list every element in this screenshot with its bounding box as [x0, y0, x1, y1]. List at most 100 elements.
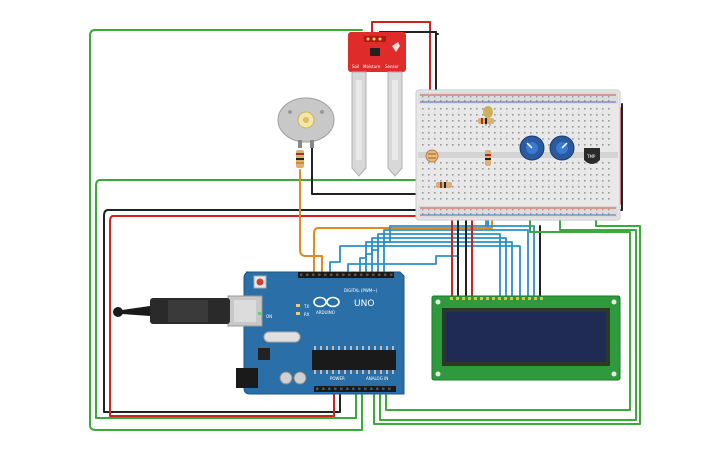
- wire-blue-7[interactable]: [347, 255, 459, 277]
- breadboard-hole: [428, 162, 430, 164]
- breadboard-hole: [464, 132, 466, 134]
- rail-hole: [506, 213, 508, 215]
- rail-hole: [470, 100, 472, 102]
- wire-green-right-3[interactable]: [385, 209, 631, 411]
- resistor-vertical[interactable]: [485, 150, 491, 166]
- breadboard-hole: [440, 174, 442, 176]
- breadboard-hole: [608, 144, 610, 146]
- wire-orange-motor[interactable]: [299, 169, 323, 277]
- breadboard-hole: [422, 198, 424, 200]
- temperature-sensor[interactable]: TMP: [584, 148, 600, 164]
- breadboard-hole: [422, 174, 424, 176]
- breadboard-hole: [578, 114, 580, 116]
- wire-blue-4[interactable]: [371, 233, 501, 297]
- wire-red-5v-left[interactable]: [109, 215, 421, 417]
- breadboard-hole: [500, 168, 502, 170]
- wire-black-gnd-left[interactable]: [103, 209, 421, 413]
- analog-power-pin: [358, 387, 361, 390]
- rail-hole: [566, 96, 568, 98]
- breadboard-hole: [470, 138, 472, 140]
- breadboard-hole: [458, 168, 460, 170]
- wire-blue-6[interactable]: [383, 225, 535, 297]
- breadboard-hole: [464, 126, 466, 128]
- breadboard-hole: [458, 162, 460, 164]
- breadboard-hole: [458, 132, 460, 134]
- wire-blue-1[interactable]: [329, 245, 521, 297]
- breadboard-hole: [518, 186, 520, 188]
- lcd-display[interactable]: [431, 295, 621, 381]
- resistor-motor[interactable]: [296, 150, 304, 168]
- lcd-pin: [540, 297, 543, 300]
- breadboard-hole: [428, 108, 430, 110]
- breadboard-hole: [506, 192, 508, 194]
- wire-black-motor[interactable]: [311, 147, 439, 195]
- analog-label: ANALOG IN: [366, 376, 388, 381]
- potentiometer-1[interactable]: [519, 135, 545, 161]
- breadboard-hole: [596, 108, 598, 110]
- breadboard-hole: [500, 144, 502, 146]
- breadboard-hole: [464, 162, 466, 164]
- analog-power-pin: [370, 387, 373, 390]
- digital-pin: [336, 273, 339, 276]
- breadboard-hole: [458, 114, 460, 116]
- lcd-pin: [486, 297, 489, 300]
- breadboard-hole: [536, 162, 538, 164]
- resistor-photo[interactable]: [436, 182, 452, 188]
- wire-green-right-2[interactable]: [373, 209, 641, 425]
- breadboard-hole: [428, 114, 430, 116]
- wire-orange-breadboard[interactable]: [313, 175, 493, 277]
- rail-hole: [488, 96, 490, 98]
- breadboard-hole: [446, 132, 448, 134]
- breadboard-hole: [422, 108, 424, 110]
- breadboard-hole: [458, 138, 460, 140]
- breadboard-hole: [596, 120, 598, 122]
- breadboard-hole: [434, 114, 436, 116]
- breadboard-hole: [596, 174, 598, 176]
- resistor-led[interactable]: [478, 118, 494, 124]
- breadboard-hole: [590, 174, 592, 176]
- analog-power-pin: [388, 387, 391, 390]
- breadboard-hole: [476, 144, 478, 146]
- breadboard-hole: [542, 180, 544, 182]
- wire-blue-5[interactable]: [377, 229, 529, 297]
- breadboard-hole: [494, 126, 496, 128]
- tx-label: TX: [303, 304, 309, 309]
- photoresistor[interactable]: [425, 149, 439, 163]
- breadboard-hole: [518, 198, 520, 200]
- wire-green-breadboard-left[interactable]: [95, 179, 421, 419]
- arduino-uno[interactable]: UNO ARDUINO DIGITAL (PWM~) POWER ANALOG …: [227, 271, 405, 395]
- rail-hole: [524, 209, 526, 211]
- breadboard-hole: [512, 132, 514, 134]
- breadboard-hole: [560, 162, 562, 164]
- wire-green-sensor-loop[interactable]: [89, 29, 363, 431]
- breadboard-hole: [452, 126, 454, 128]
- breadboard-hole: [500, 174, 502, 176]
- wire-blue-2[interactable]: [359, 241, 513, 297]
- soil-moisture-sensor[interactable]: Soil Moisture Sensor: [348, 32, 406, 177]
- rail-hole: [608, 96, 610, 98]
- breadboard-hole: [572, 138, 574, 140]
- breadboard-hole: [446, 126, 448, 128]
- breadboard-hole: [596, 126, 598, 128]
- rail-hole: [578, 100, 580, 102]
- rail-hole: [512, 213, 514, 215]
- breadboard-hole: [566, 126, 568, 128]
- wire-blue-3[interactable]: [365, 237, 507, 297]
- breadboard-hole: [422, 180, 424, 182]
- breadboard-hole: [584, 144, 586, 146]
- dc-motor[interactable]: [277, 97, 335, 148]
- breadboard-hole: [584, 138, 586, 140]
- breadboard-hole: [452, 174, 454, 176]
- analog-power-pin: [328, 387, 331, 390]
- wire-green-right-1[interactable]: [379, 209, 637, 421]
- breadboard-hole: [434, 198, 436, 200]
- rail-hole: [458, 96, 460, 98]
- breadboard-hole: [572, 198, 574, 200]
- breadboard-hole: [560, 120, 562, 122]
- breadboard-hole: [482, 162, 484, 164]
- breadboard-hole: [512, 108, 514, 110]
- analog-power-pin: [364, 387, 367, 390]
- breadboard-hole: [482, 144, 484, 146]
- wire-red-sensor-vcc[interactable]: [371, 21, 431, 101]
- potentiometer-2[interactable]: [549, 135, 575, 161]
